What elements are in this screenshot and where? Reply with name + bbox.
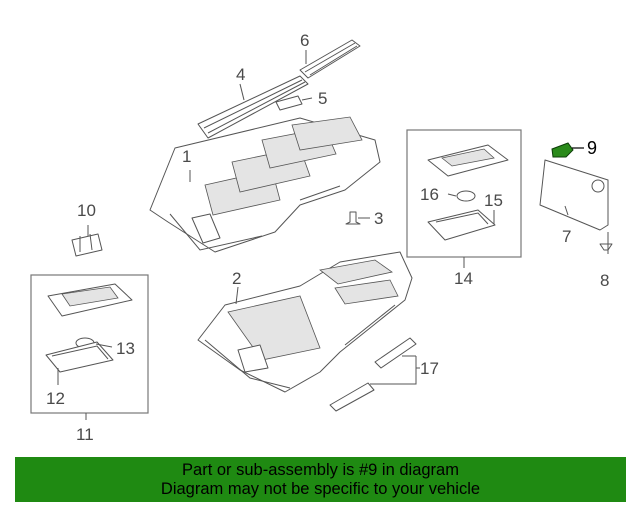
callout-3: 3 [374,209,383,228]
callout-16: 16 [420,185,439,204]
part-5-bracket[interactable] [275,95,303,111]
part-4-strip[interactable] [197,75,309,139]
callout-14: 14 [454,269,473,288]
callout-8: 8 [600,271,609,290]
callout-10: 10 [77,201,96,220]
callout-9: 9 [587,138,597,158]
callout-4: 4 [236,65,245,84]
box-11 [30,274,149,414]
part-1-headliner[interactable] [149,116,381,253]
part-12-lens[interactable] [45,341,114,373]
part-9-clip[interactable] [551,142,574,158]
part-6-strip[interactable] [299,39,361,79]
callout-17: 17 [420,359,439,378]
callout-15: 15 [484,191,503,210]
callout-5: 5 [318,89,327,108]
part-3-clip[interactable] [345,211,361,225]
callout-6: 6 [300,31,309,50]
part-10-bracket[interactable] [71,233,103,257]
part-17-strips[interactable] [329,337,417,412]
callout-12: 12 [46,389,65,408]
part-11-map-lamp[interactable] [47,283,133,317]
part-8-pin[interactable] [599,243,613,251]
callout-1: 1 [182,147,191,166]
part-7-sun-visor[interactable] [539,159,609,231]
info-banner: Part or sub-assembly is #9 in diagram Di… [15,457,626,502]
banner-line-2: Diagram may not be specific to your vehi… [160,480,481,498]
callout-13: 13 [116,339,135,358]
callout-2: 2 [232,269,241,288]
part-2-headliner[interactable] [197,251,413,393]
callout-7: 7 [562,227,571,246]
part-16-bulb[interactable] [456,190,476,202]
callout-11: 11 [76,425,94,444]
part-14-dome-lamp[interactable] [427,144,509,177]
part-15-lens[interactable] [427,209,496,241]
leader-lines [57,50,609,420]
parts-diagram: 1 2 3 4 5 6 7 8 9 10 11 12 13 14 15 16 1… [30,31,613,444]
banner-line-1: Part or sub-assembly is #9 in diagram [182,461,459,479]
